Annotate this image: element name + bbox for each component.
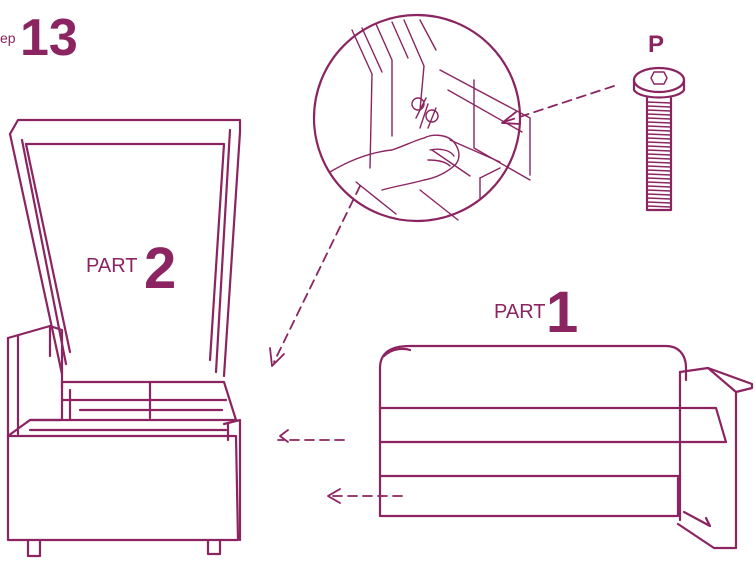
detail-magnifier: [314, 15, 530, 221]
step-number: 13: [20, 9, 78, 67]
step-header: ep 13: [0, 9, 78, 67]
part-2-number: 2: [144, 236, 176, 301]
push-part-arrow-upper: [278, 430, 344, 442]
screw-p: P: [634, 31, 684, 210]
part-2-word: PART: [86, 255, 138, 277]
detail-pointer-arrow: [270, 186, 360, 366]
screw-label: P: [648, 31, 664, 58]
part-1-number: 1: [546, 280, 578, 345]
step-word: ep: [0, 30, 16, 46]
part-2-unit: PART 2: [8, 120, 240, 556]
part-1-word: PART: [494, 301, 546, 323]
part-1-unit: PART 1: [380, 280, 752, 548]
push-part-arrow-lower: [328, 489, 402, 503]
bolt-icon: [634, 68, 684, 210]
